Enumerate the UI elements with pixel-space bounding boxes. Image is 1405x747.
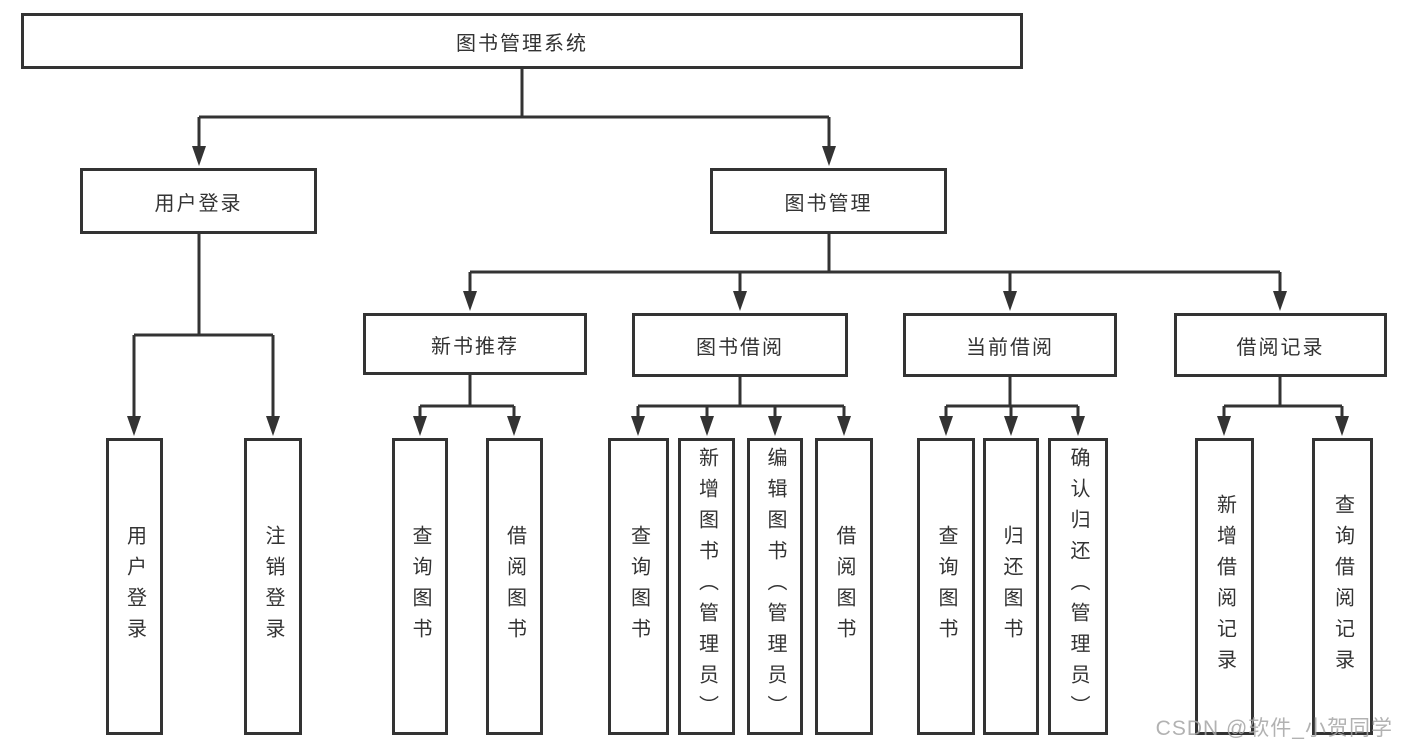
leaf-query-books: 查询图书: [392, 438, 448, 735]
leaf-borrow-books-2: 借阅图书: [815, 438, 873, 735]
node-book-borrow: 图书借阅: [632, 313, 848, 377]
leaf-add-borrow-record: 新增借阅记录: [1195, 438, 1254, 735]
node-current-borrow: 当前借阅: [903, 313, 1117, 377]
node-library-management-system: 图书管理系统: [21, 13, 1023, 69]
leaf-query-books-2: 查询图书: [608, 438, 669, 735]
leaf-logout: 注销登录: [244, 438, 302, 735]
node-user-login: 用户登录: [80, 168, 317, 234]
leaf-edit-books-admin: 编辑图书（管理员）: [747, 438, 803, 735]
watermark: CSDN @软件_小贺同学: [1155, 717, 1393, 740]
leaf-borrow-books: 借阅图书: [486, 438, 543, 735]
leaf-add-books-admin: 新增图书（管理员）: [678, 438, 735, 735]
leaf-confirm-return-admin: 确认归还（管理员）: [1048, 438, 1108, 735]
leaf-return-books: 归还图书: [983, 438, 1039, 735]
node-book-management: 图书管理: [710, 168, 947, 234]
node-borrow-records: 借阅记录: [1174, 313, 1387, 377]
leaf-query-borrow-record: 查询借阅记录: [1312, 438, 1373, 735]
node-new-book-recommend: 新书推荐: [363, 313, 587, 375]
leaf-query-books-3: 查询图书: [917, 438, 975, 735]
leaf-user-login: 用户登录: [106, 438, 163, 735]
